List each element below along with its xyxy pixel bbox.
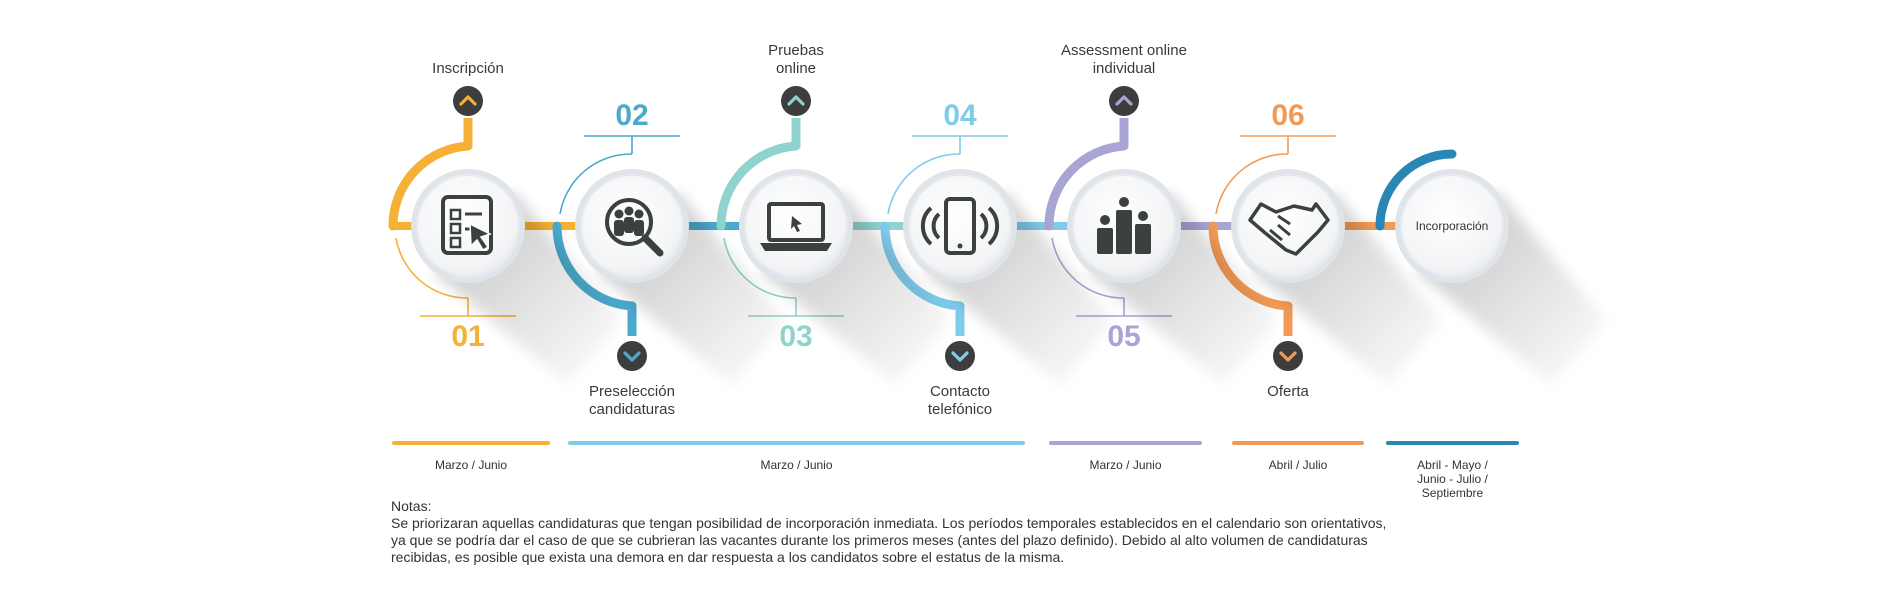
disc bbox=[416, 174, 520, 278]
chevron-up-icon bbox=[787, 95, 805, 106]
period-bar bbox=[1232, 441, 1364, 445]
step-label: Preselección candidaturas bbox=[589, 383, 675, 418]
notes-body: Se priorizaran aquellas candidaturas que… bbox=[391, 515, 1387, 565]
period-bar bbox=[568, 441, 1025, 445]
chevron-up-icon bbox=[459, 95, 477, 106]
period-bar bbox=[392, 441, 550, 445]
thin-arc bbox=[887, 153, 961, 215]
chevron-up-marker bbox=[453, 86, 483, 116]
chevron-down-marker bbox=[617, 341, 647, 371]
step-label: Oferta bbox=[1267, 383, 1309, 400]
chevron-up-marker bbox=[1109, 86, 1139, 116]
chevron-down-icon bbox=[623, 351, 641, 362]
period-bar bbox=[1049, 441, 1202, 445]
period-bar bbox=[1386, 441, 1519, 445]
step-number: 04 bbox=[943, 99, 977, 132]
thin-arc bbox=[1215, 153, 1289, 215]
period-label: Abril - Mayo / Junio - Julio / Septiembr… bbox=[1417, 458, 1488, 500]
final-step-label: Incorporación bbox=[1415, 219, 1489, 233]
laptop-icon bbox=[760, 202, 832, 251]
smartphone-ringing-icon bbox=[920, 197, 1000, 255]
chevron-down-marker bbox=[1273, 341, 1303, 371]
notes-section: Notas: Se priorizaran aquellas candidatu… bbox=[391, 498, 1411, 566]
disc bbox=[908, 174, 1012, 278]
chevron-up-marker bbox=[781, 86, 811, 116]
step-label: Pruebas online bbox=[768, 42, 824, 77]
thick-arc bbox=[716, 141, 801, 231]
chevron-up-icon bbox=[1115, 95, 1133, 106]
checklist-cursor-icon bbox=[441, 195, 493, 255]
period-label: Marzo / Junio bbox=[434, 458, 508, 472]
period-label: Marzo / Junio bbox=[760, 458, 833, 472]
step-number: 03 bbox=[779, 320, 813, 353]
handshake-icon bbox=[1248, 202, 1330, 256]
period-label: Marzo / Junio bbox=[1089, 458, 1162, 472]
disc bbox=[1400, 174, 1504, 278]
disc bbox=[1236, 174, 1340, 278]
period-label: Abril / Julio bbox=[1268, 458, 1328, 472]
people-podium-icon bbox=[1097, 197, 1151, 254]
thin-arc bbox=[559, 153, 633, 215]
step-label: Assessment online individual bbox=[1061, 42, 1187, 77]
step-label: Inscripción bbox=[432, 60, 504, 77]
final-arc bbox=[1375, 149, 1457, 231]
thick-arc bbox=[388, 141, 473, 231]
step-number: 02 bbox=[615, 99, 649, 132]
step-number: 05 bbox=[1107, 320, 1141, 353]
thick-arc bbox=[1044, 141, 1129, 231]
notes-title: Notas: bbox=[391, 498, 432, 514]
chevron-down-icon bbox=[1279, 351, 1297, 362]
chevron-down-marker bbox=[945, 341, 975, 371]
step-number: 06 bbox=[1271, 99, 1305, 132]
step-number: 01 bbox=[451, 320, 485, 353]
people-search-icon bbox=[605, 198, 664, 257]
chevron-down-icon bbox=[951, 351, 969, 362]
thin-arc bbox=[395, 237, 469, 299]
step-label: Contacto telefónico bbox=[927, 383, 993, 418]
